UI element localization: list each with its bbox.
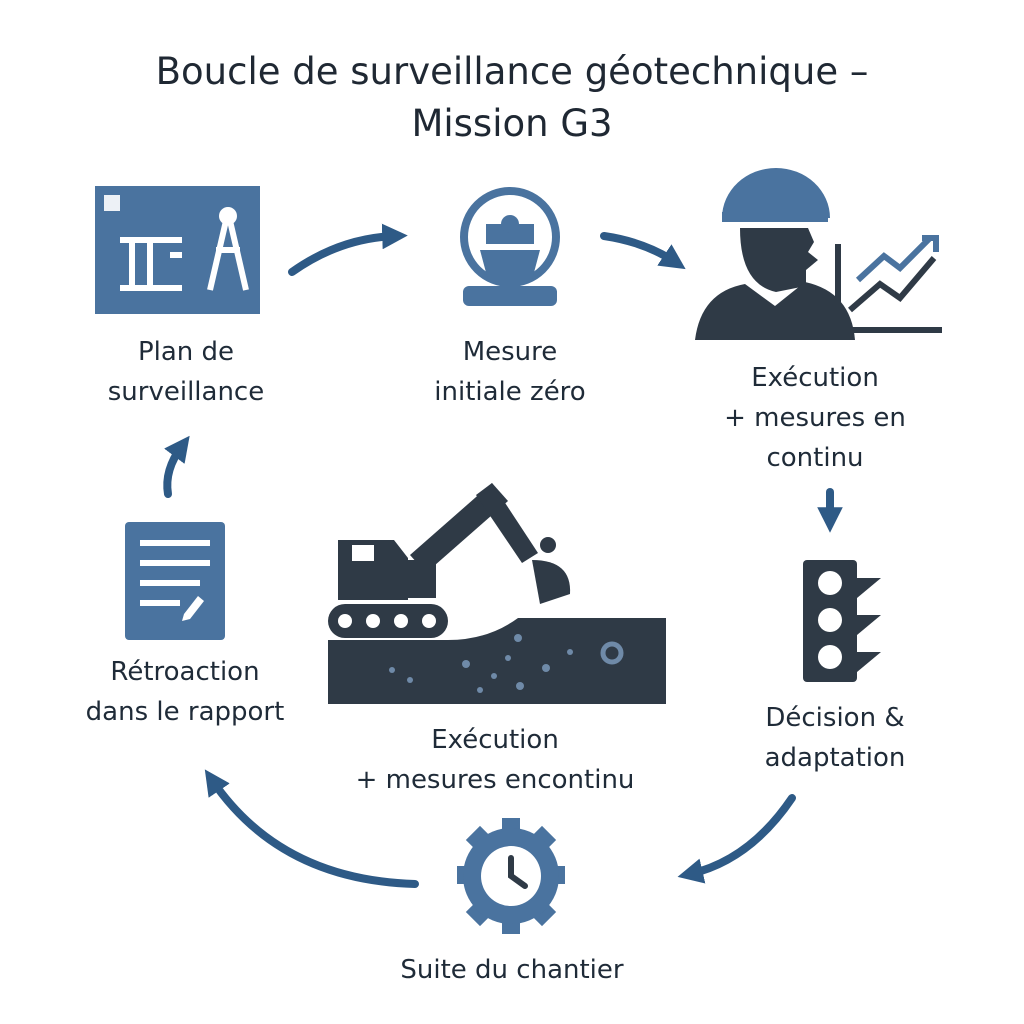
step-decision-label: Décision & adaptation xyxy=(764,703,906,773)
engineer-chart-icon xyxy=(695,168,942,340)
step-mesure-label: Mesure initiale zéro xyxy=(434,337,586,407)
gear-clock-icon xyxy=(457,818,565,934)
arrow-plan-to-mesure xyxy=(288,223,408,276)
title-line-1: Boucle de surveillance géotechnique – xyxy=(155,50,869,93)
arrow-decision-to-suite xyxy=(677,794,796,884)
step-execution-label: Exécution + mesures en continu xyxy=(724,363,906,473)
arrow-mesure-to-execution xyxy=(600,232,686,270)
cycle-arrows xyxy=(163,223,843,888)
excavator-icon xyxy=(328,483,666,704)
diagram-title: Boucle de surveillance géotechnique – Mi… xyxy=(0,46,1024,150)
center-execution-label: Exécution + mesures encontinu xyxy=(355,725,635,795)
arrow-retroaction-to-plan xyxy=(163,435,190,498)
step-retroaction-label: Rétroaction dans le rapport xyxy=(85,657,285,727)
blueprint-icon xyxy=(95,186,260,314)
survey-instrument-icon xyxy=(460,187,560,306)
step-suite-label: Suite du chantier xyxy=(400,955,624,985)
report-icon xyxy=(125,522,225,640)
title-line-2: Mission G3 xyxy=(411,102,613,145)
arrow-suite-to-retroaction xyxy=(204,769,419,888)
step-plan-label: Plan de surveillance xyxy=(107,337,265,407)
traffic-light-icon xyxy=(803,560,881,682)
